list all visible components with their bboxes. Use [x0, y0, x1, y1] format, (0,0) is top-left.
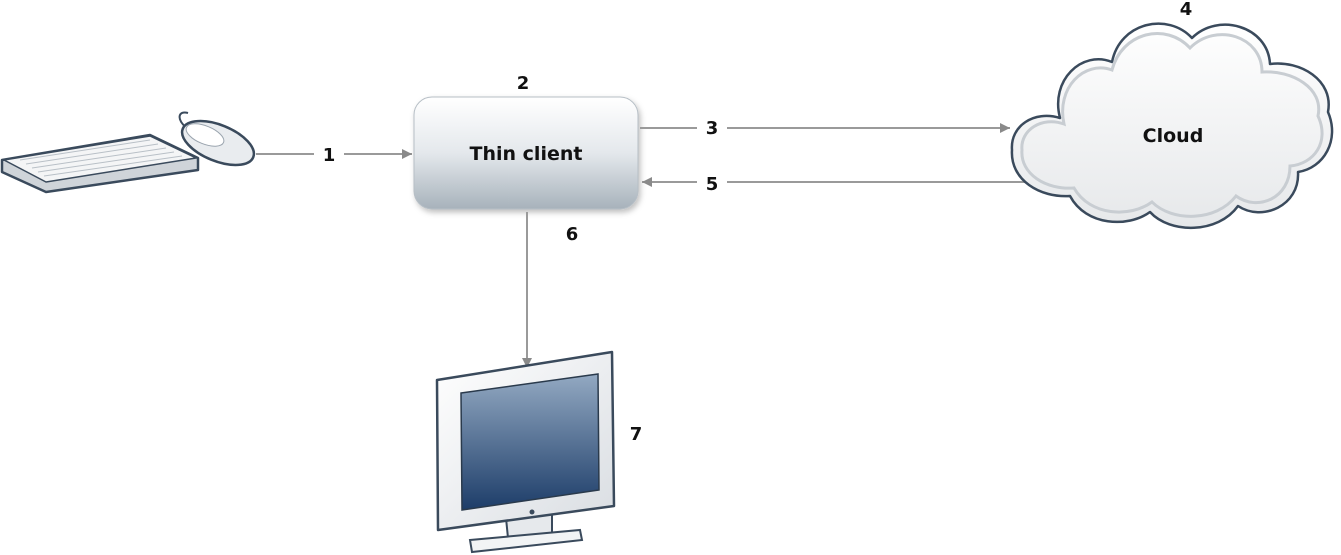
- label-bg: [697, 116, 727, 140]
- label-bg: [697, 171, 727, 195]
- step-label-7: 7: [630, 424, 643, 445]
- step-label-3: 3: [706, 118, 719, 139]
- monitor-icon: [435, 350, 616, 554]
- step-label-4: 4: [1180, 0, 1193, 20]
- thin-client-node: Thin client: [413, 96, 639, 210]
- mouse-icon: [178, 111, 256, 167]
- label-bg: [314, 142, 344, 166]
- step-label-6: 6: [566, 224, 579, 245]
- cloud-icon: Cloud: [1010, 22, 1334, 230]
- step-label-2: 2: [517, 73, 530, 94]
- cloud-label: Cloud: [1143, 125, 1204, 147]
- step-label-5: 5: [706, 174, 719, 195]
- keyboard-icon: [0, 133, 200, 194]
- thin-client-label: Thin client: [470, 143, 583, 165]
- step-label-1: 1: [323, 145, 336, 166]
